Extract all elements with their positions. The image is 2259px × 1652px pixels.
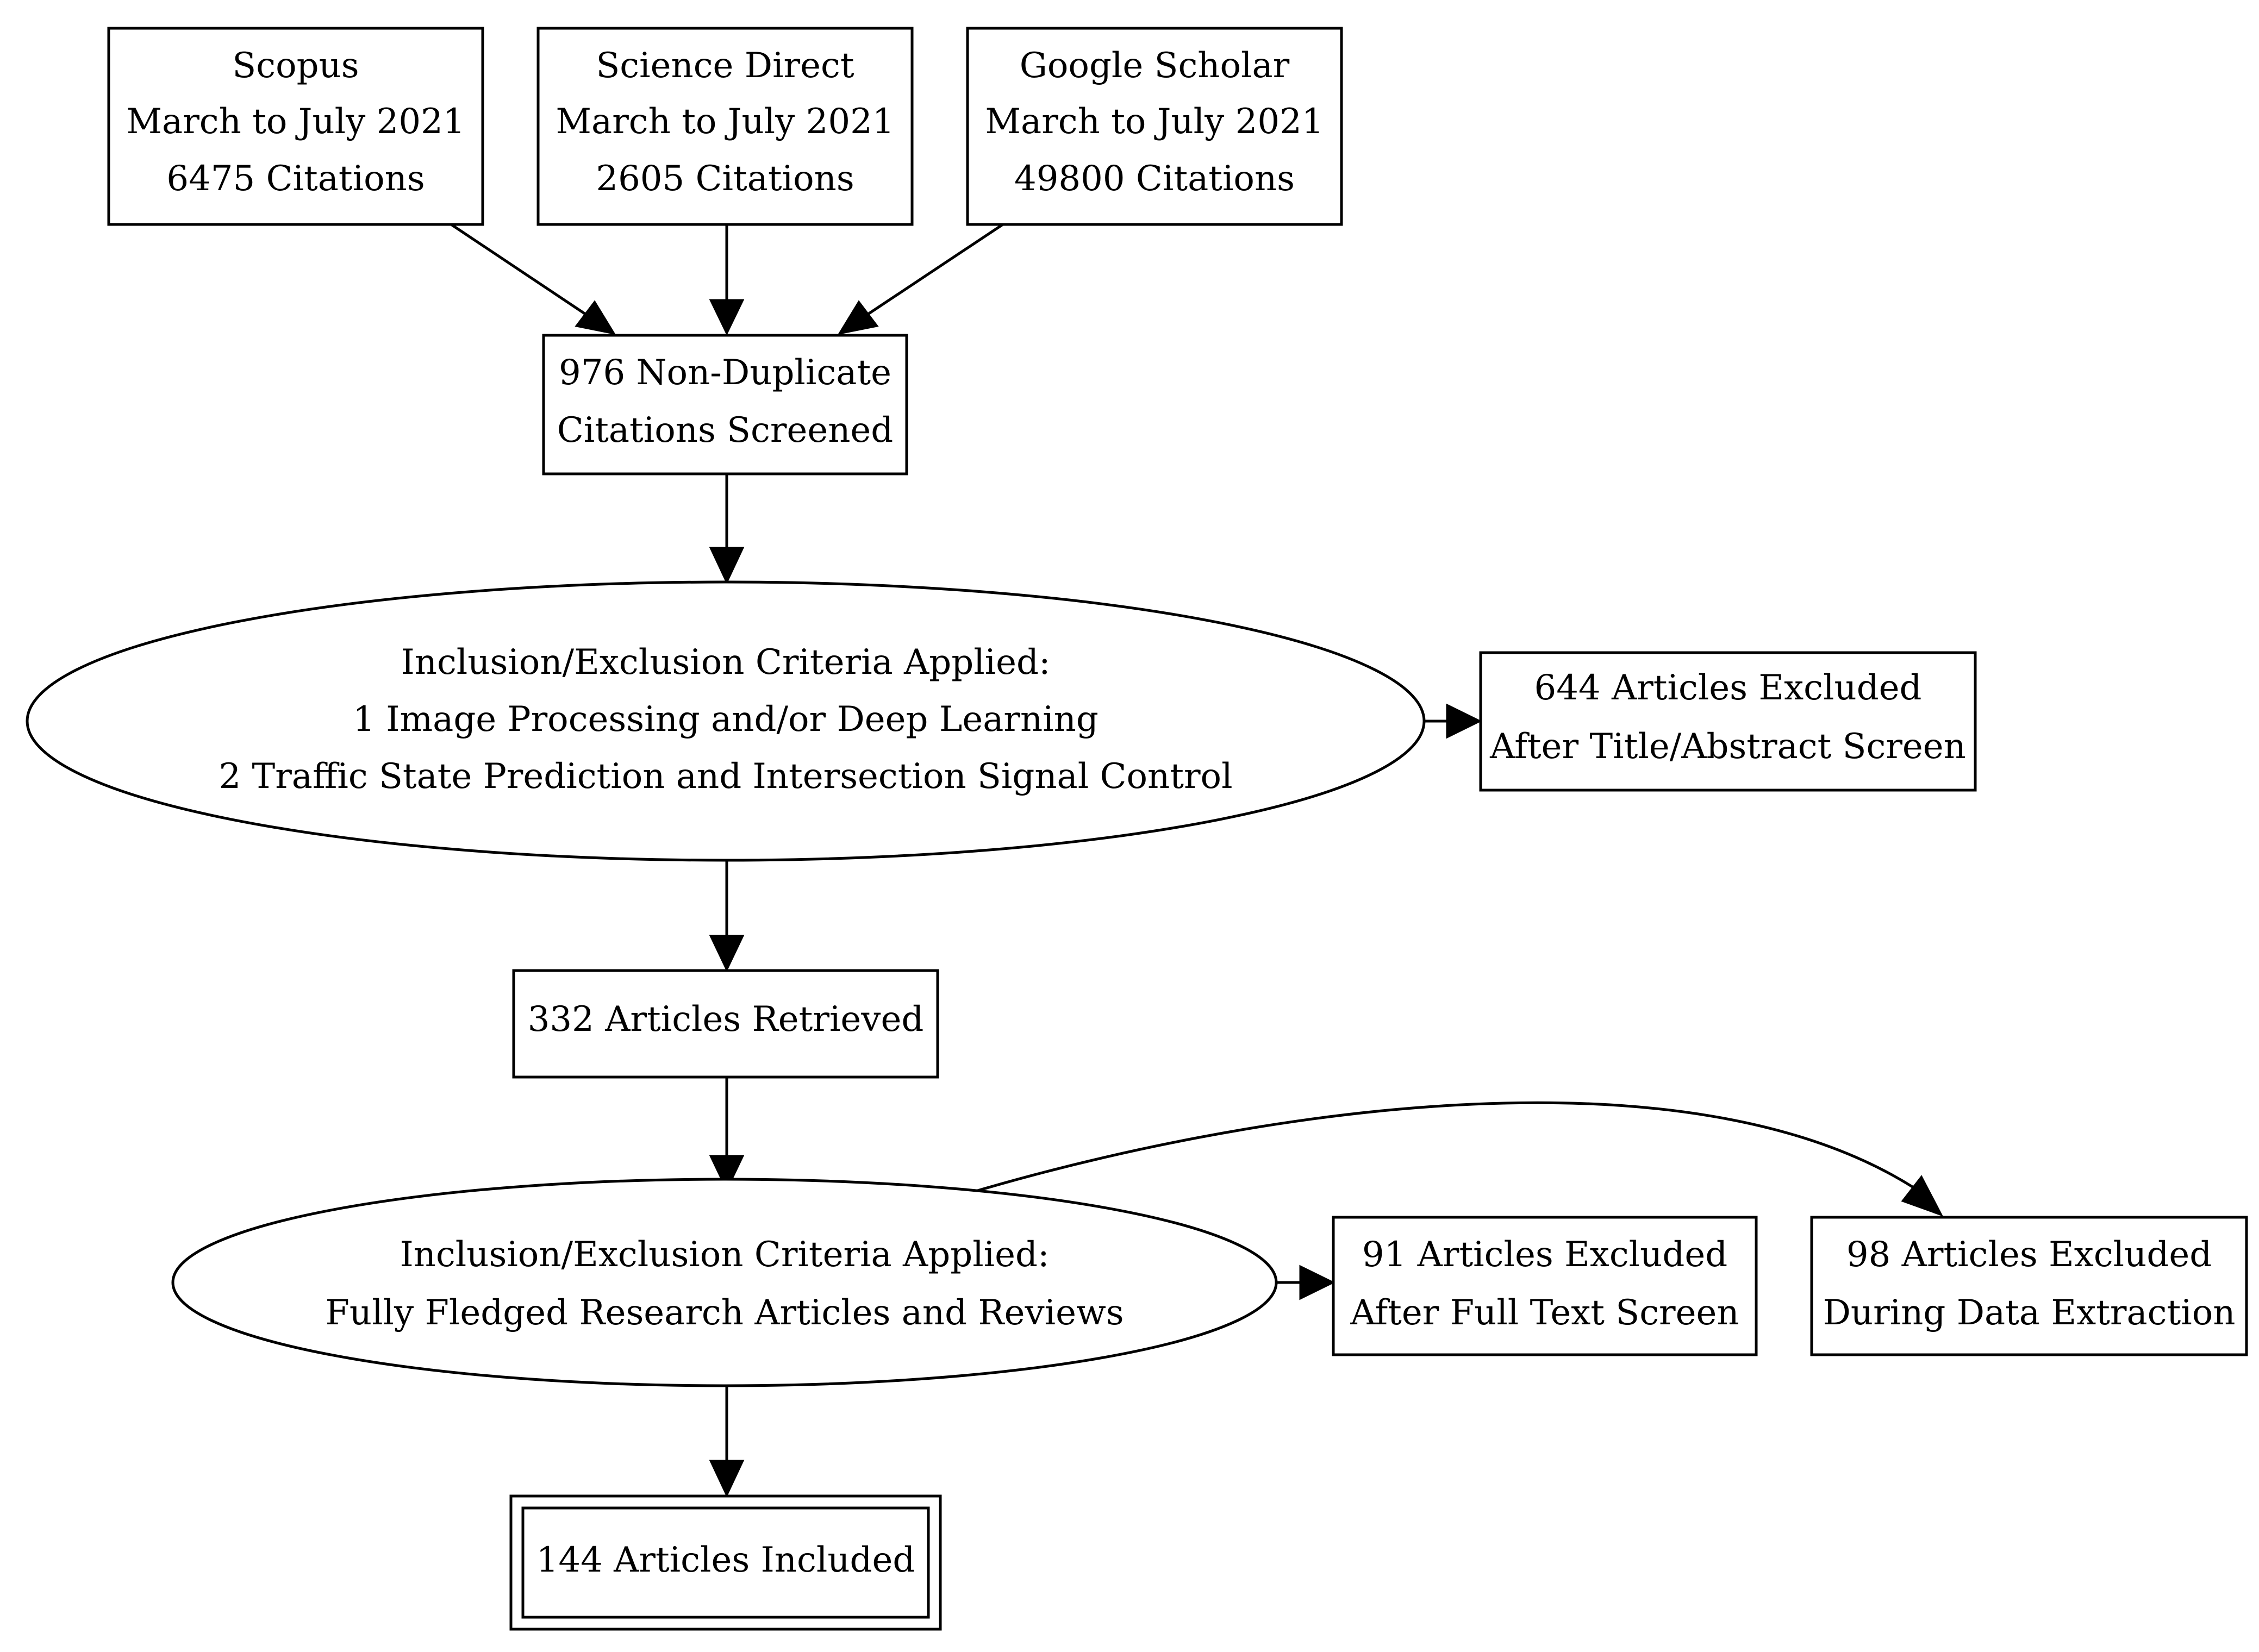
criteria1-line2: 1 Image Processing and/or Deep Learning: [353, 699, 1099, 740]
arrowhead-included: [709, 1460, 745, 1498]
excluded1-line1: 644 Articles Excluded: [1534, 668, 1921, 708]
arrowhead-sciencedirect: [709, 299, 745, 336]
excluded2-box: 91 Articles Excluded After Full Text Scr…: [1332, 1216, 1758, 1356]
excluded2-line2: After Full Text Screen: [1350, 1293, 1739, 1333]
source-name: Scopus: [232, 46, 359, 86]
arrowhead-retrieved: [709, 935, 745, 972]
excluded1-line2: After Title/Abstract Screen: [1489, 727, 1966, 767]
included-line1: 144 Articles Included: [536, 1540, 915, 1580]
excluded2-line1: 91 Articles Excluded: [1362, 1235, 1727, 1275]
criteria1-ellipse: Inclusion/Exclusion Criteria Applied: 1 …: [26, 580, 1426, 862]
arrowhead-criteria1: [709, 547, 745, 585]
retrieved-line1: 332 Articles Retrieved: [528, 999, 924, 1040]
edge-scopus-to-screened: [450, 223, 588, 317]
excluded3-line2: During Data Extraction: [1823, 1293, 2236, 1333]
source-name: Science Direct: [596, 46, 854, 86]
criteria1-line1: Inclusion/Exclusion Criteria Applied:: [401, 642, 1050, 683]
arrowhead-scopus: [575, 300, 616, 335]
arrowhead-excluded3: [1901, 1175, 1944, 1217]
excluded3-box: 98 Articles Excluded During Data Extract…: [1810, 1216, 2248, 1356]
included-box: 144 Articles Included: [509, 1494, 942, 1631]
edges: [450, 223, 1944, 1498]
source-period: March to July 2021: [556, 102, 895, 142]
arrowhead-googlescholar: [837, 300, 879, 335]
criteria2-ellipse: Inclusion/Exclusion Criteria Applied: Fu…: [171, 1178, 1278, 1387]
screened-line1: 976 Non-Duplicate: [559, 353, 891, 393]
source-period: March to July 2021: [127, 102, 465, 142]
retrieved-box: 332 Articles Retrieved: [512, 969, 939, 1079]
source-count: 49800 Citations: [1014, 159, 1295, 199]
arrowhead-excluded2: [1299, 1265, 1336, 1300]
edge-googlescholar-to-screened: [865, 223, 1004, 317]
arrowhead-criteria2: [709, 1155, 745, 1192]
source-period: March to July 2021: [985, 102, 1324, 142]
criteria2-line2: Fully Fledged Research Articles and Revi…: [325, 1293, 1124, 1333]
source-box-scopus: Scopus March to July 2021 6475 Citations: [107, 27, 484, 226]
arrowhead-excluded1: [1446, 703, 1482, 739]
source-count: 6475 Citations: [166, 159, 425, 199]
source-box-google-scholar: Google Scholar March to July 2021 49800 …: [966, 27, 1343, 226]
screened-box: 976 Non-Duplicate Citations Screened: [542, 334, 908, 475]
screened-line2: Citations Screened: [557, 410, 894, 450]
source-count: 2605 Citations: [596, 159, 854, 199]
excluded3-line1: 98 Articles Excluded: [1846, 1235, 2212, 1275]
excluded1-box: 644 Articles Excluded After Title/Abstra…: [1479, 651, 1977, 792]
criteria2-line1: Inclusion/Exclusion Criteria Applied:: [400, 1235, 1049, 1275]
criteria1-line3: 2 Traffic State Prediction and Intersect…: [219, 756, 1232, 797]
source-name: Google Scholar: [1020, 46, 1290, 86]
edge-criteria2-to-excluded3: [960, 1101, 1914, 1197]
source-box-science-direct: Science Direct March to July 2021 2605 C…: [536, 27, 914, 226]
